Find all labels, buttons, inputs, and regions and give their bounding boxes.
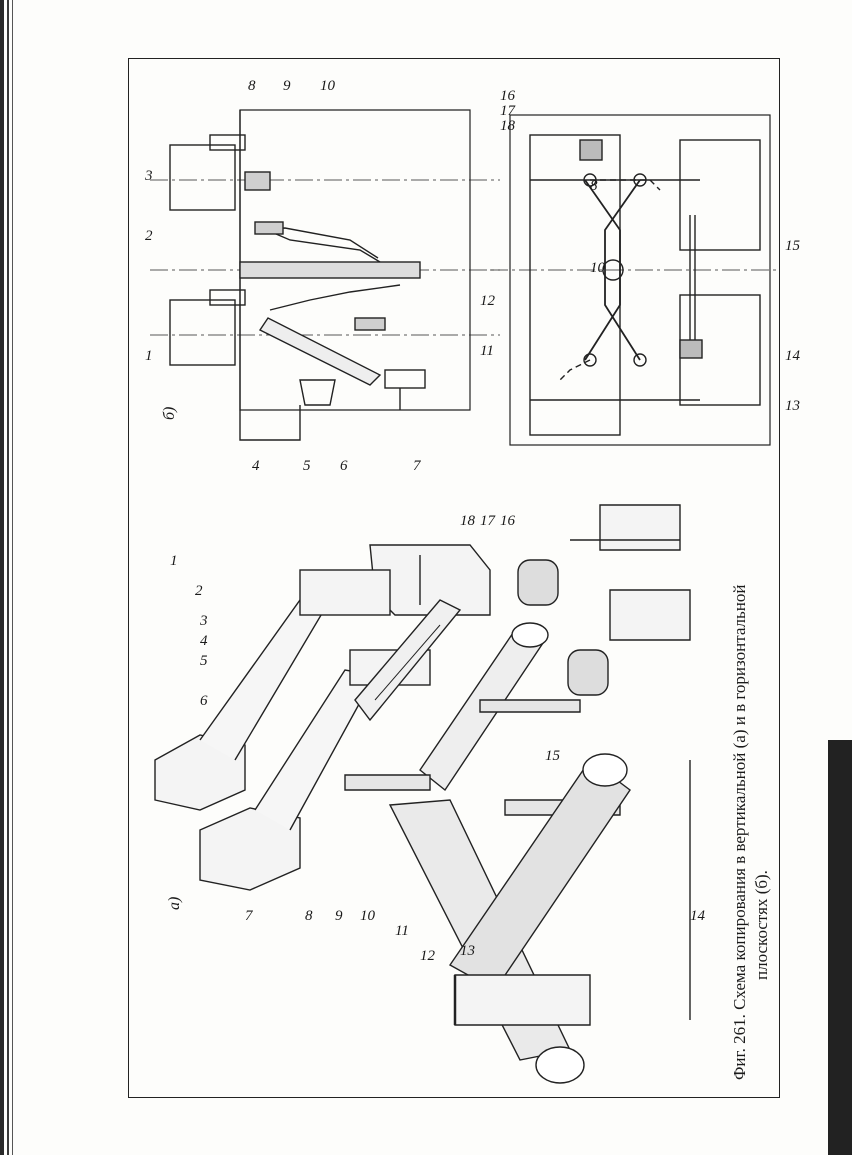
label-b-8: 8 [248,78,256,94]
label-a-8: 8 [305,908,313,924]
label-b-14: 14 [785,348,801,364]
label-b-10: 10 [320,78,336,94]
label-a-10: 10 [360,908,376,924]
panel-b-label: б) [160,407,180,420]
label-b-10b: 10 [590,260,606,276]
label-b-11: 11 [480,343,494,359]
label-b-2: 2 [145,228,153,244]
label-b-18: 18 [500,118,516,134]
label-a-7: 7 [245,908,254,924]
label-a-15: 15 [545,748,561,764]
label-b-7: 7 [413,458,422,474]
label-a-9: 9 [335,908,343,924]
label-b-8b: 8 [590,178,598,194]
label-a-14: 14 [690,908,706,924]
label-a-6: 6 [200,693,208,709]
label-b-1: 1 [145,348,153,364]
panel-a-label: а) [165,897,185,910]
label-b-16: 16 [500,88,516,104]
figure-caption-line-2: плоскостях (б). [752,870,772,1080]
label-a-4: 4 [200,633,208,649]
label-a-5: 5 [200,653,208,669]
label-b-13: 13 [785,398,800,414]
panel-b-drawing [150,110,780,445]
label-a-11: 11 [395,923,409,939]
label-b-9: 9 [283,78,291,94]
figure-caption-line-1: Фиг. 261. Схема копирования в вертикальн… [730,585,750,1080]
label-b-17: 17 [500,103,517,119]
label-a-18: 18 [460,513,476,529]
label-a-3: 3 [199,613,208,629]
label-b-5: 5 [303,458,311,474]
label-a-12: 12 [420,948,436,964]
label-a-1: 1 [170,553,178,569]
label-b-4: 4 [252,458,260,474]
label-b-12: 12 [480,293,496,309]
label-a-17: 17 [480,513,497,529]
panel-a-drawing [155,505,690,1083]
label-b-15: 15 [785,238,801,254]
label-a-16: 16 [500,513,516,529]
label-a-13: 13 [460,943,475,959]
label-a-2: 2 [195,583,203,599]
label-b-6: 6 [340,458,348,474]
label-b-3: 3 [144,168,153,184]
